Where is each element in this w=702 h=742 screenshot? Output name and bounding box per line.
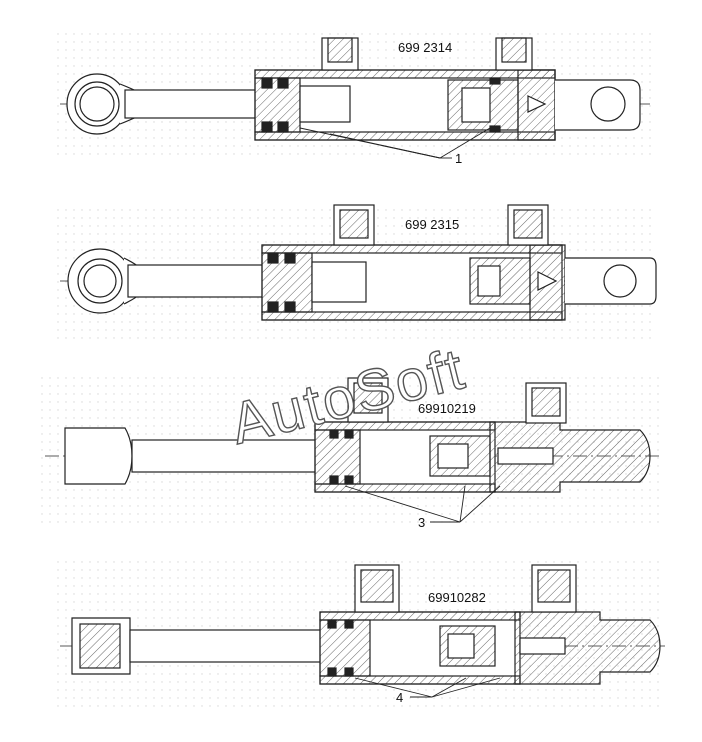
part-number-4: 69910282 xyxy=(428,590,486,605)
cylinder-2 xyxy=(60,204,657,321)
callout-4: 4 xyxy=(396,690,403,705)
cylinder-1 xyxy=(60,37,650,159)
cylinder-4 xyxy=(60,564,665,698)
cylinder-3 xyxy=(45,377,660,523)
part-number-1: 699 2314 xyxy=(398,40,452,55)
part-number-3: 69910219 xyxy=(418,401,476,416)
callout-3: 3 xyxy=(418,515,425,530)
callout-1: 1 xyxy=(455,151,462,166)
part-number-2: 699 2315 xyxy=(405,217,459,232)
